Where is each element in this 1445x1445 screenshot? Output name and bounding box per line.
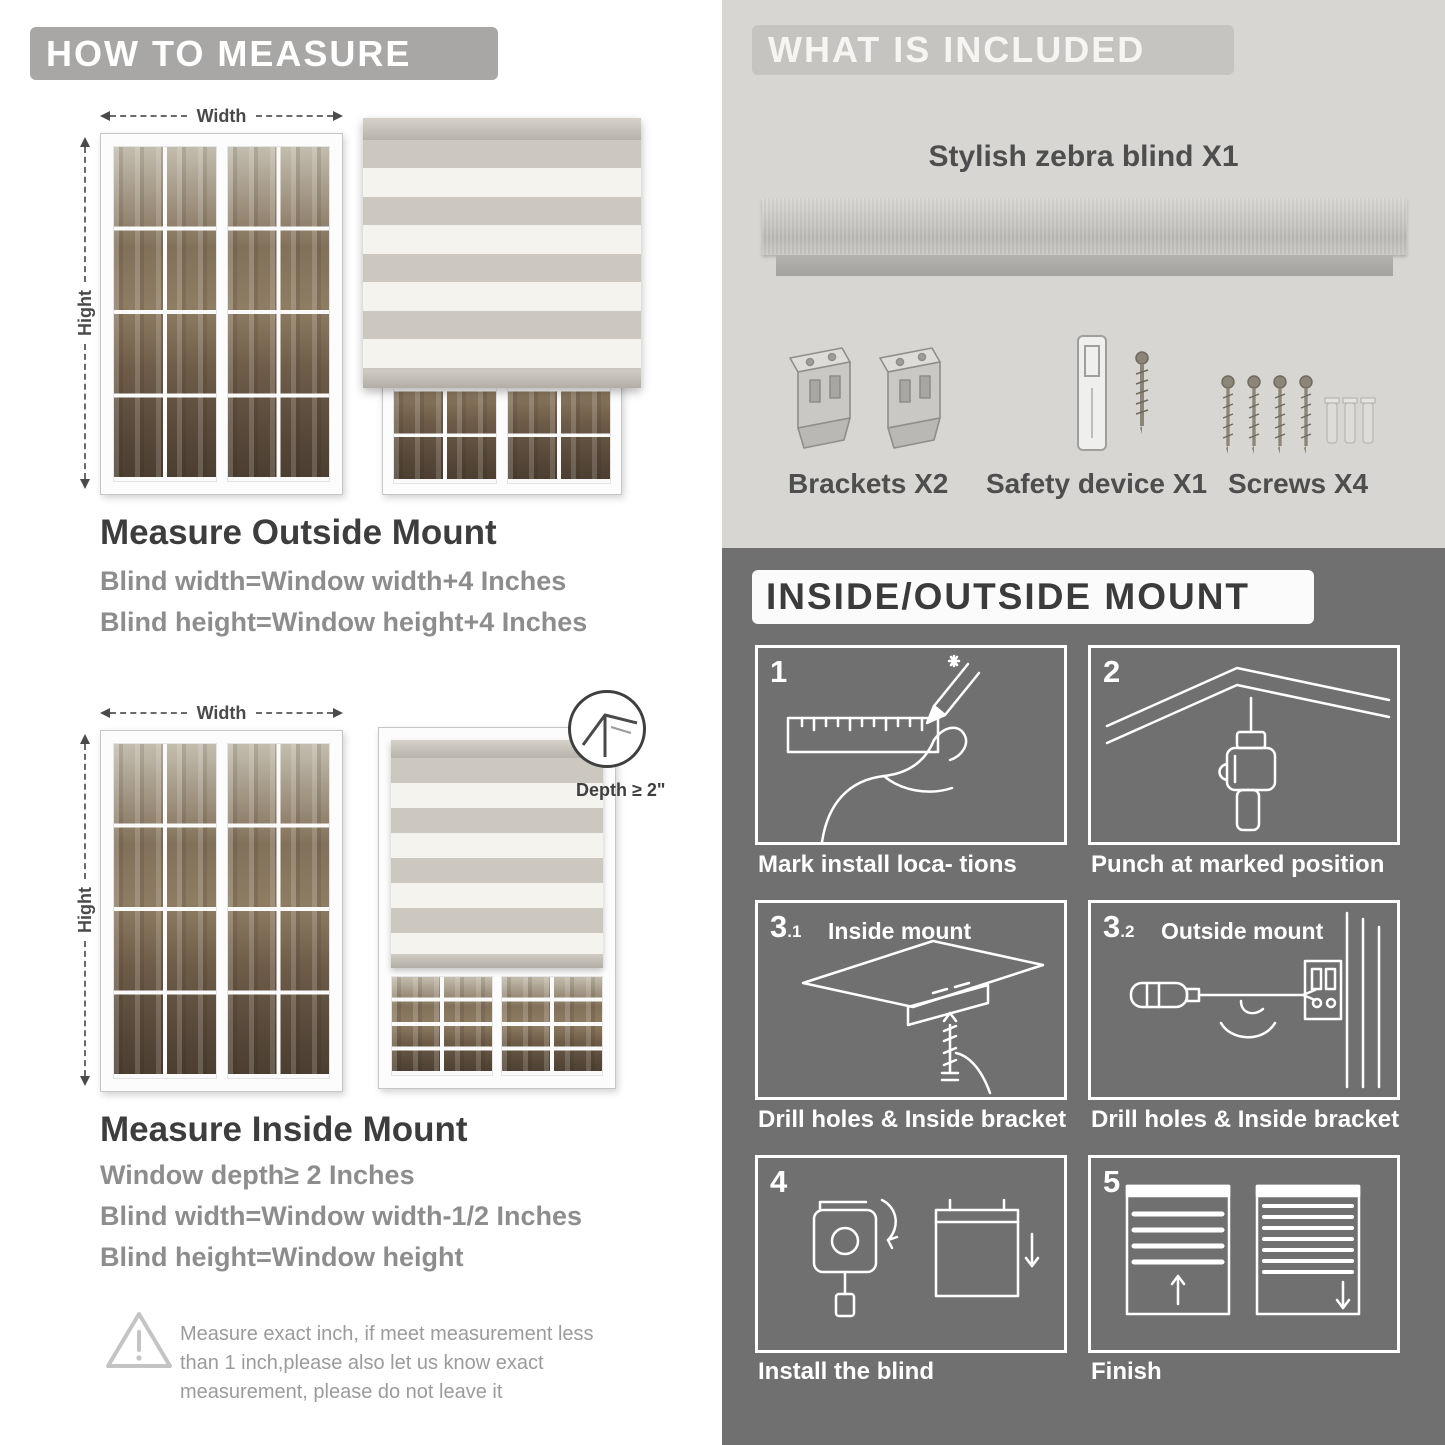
zebra-blind-inside: [391, 740, 603, 968]
step-5-panel: 5: [1088, 1155, 1400, 1353]
step-number: 4: [770, 1164, 788, 1199]
brackets-label: Brackets X2: [788, 468, 949, 499]
blind-stripes: [391, 758, 603, 954]
mark-locations-icon: [786, 654, 981, 842]
blind-cassette: [363, 118, 641, 140]
step-3-2-caption: Drill holes & Inside bracket: [1091, 1106, 1400, 1133]
mount-instructions-panel: INSIDE/OUTSIDE MOUNT 1 2: [722, 548, 1445, 1445]
arrow-down-icon: [80, 479, 90, 490]
window-sash: [226, 146, 330, 482]
dashed-line: [110, 115, 187, 117]
width-label: Width: [196, 105, 247, 126]
outside-mount-blind-illustration: [363, 118, 641, 495]
screws-label: Screws X4: [1228, 468, 1369, 499]
inside-formula-depth: Window depth≥ 2 Inches: [100, 1160, 415, 1190]
inside-bracket-icon: [801, 939, 1045, 1095]
zebra-blind-item-label: Stylish zebra blind X1: [928, 140, 1239, 173]
arrow-left-icon: [100, 708, 110, 718]
safety-device-label: Safety device X1: [986, 468, 1208, 499]
screws-icon: [1221, 375, 1376, 454]
step-3-1-caption: Drill holes & Inside bracket: [758, 1106, 1067, 1133]
dashed-line: [84, 147, 86, 283]
step-number: 3.2: [1103, 909, 1135, 944]
arrow-right-icon: [333, 111, 344, 121]
step-3-1-panel: 3.1 Inside mount: [755, 900, 1067, 1100]
blind-headrail-image: [762, 198, 1407, 255]
window-illustration-outside: [100, 133, 343, 495]
window-glass-below-blind: [391, 976, 603, 1076]
step-number: 5: [1103, 1164, 1121, 1199]
outside-formula-width: Blind width=Window width+4 Inches: [100, 566, 567, 596]
dashed-line: [256, 712, 334, 714]
blind-headrail-valance: [776, 255, 1393, 276]
height-label: Hight: [74, 290, 95, 336]
arrow-right-icon: [333, 708, 344, 718]
window-sash: [113, 743, 217, 1079]
window-sash: [501, 976, 603, 1076]
window-illustration-inside: [100, 730, 343, 1092]
width-arrow-outside: Width: [100, 105, 344, 126]
inside-mount-label: Inside mount: [828, 918, 972, 944]
step-3-2-panel: 3.2 Outside mount: [1088, 900, 1400, 1100]
drill-icon: [1105, 666, 1391, 832]
arrow-up-icon: [80, 137, 90, 147]
width-arrow-inside: Width: [100, 702, 344, 723]
height-arrow-inside: Hight: [74, 734, 96, 1087]
window-sash: [391, 976, 493, 1076]
what-is-included-header: WHAT IS INCLUDED: [752, 25, 1234, 75]
inside-formula-height: Blind height=Window height: [100, 1242, 464, 1272]
inside-outside-mount-header: INSIDE/OUTSIDE MOUNT: [752, 570, 1314, 624]
blind-cassette: [391, 740, 603, 758]
what-is-included-panel: WHAT IS INCLUDED Stylish zebra blind X1: [722, 0, 1445, 548]
warning-triangle-icon: [106, 1312, 172, 1368]
measure-outside-title: Measure Outside Mount: [100, 513, 497, 552]
measurement-warning-text: Measure exact inch, if meet measurement …: [180, 1323, 594, 1403]
arrow-up-icon: [80, 734, 90, 744]
arrow-left-icon: [100, 111, 110, 121]
step-number: 2: [1103, 654, 1121, 689]
depth-label: Depth ≥ 2": [576, 780, 666, 800]
dashed-line: [84, 941, 86, 1077]
inside-formula-width: Blind width=Window width-1/2 Inches: [100, 1201, 583, 1231]
step-1-panel: 1: [755, 645, 1067, 845]
depth-callout-circle: [568, 690, 646, 768]
step-4-panel: 4: [755, 1155, 1067, 1353]
install-blind-icon: [812, 1198, 1040, 1318]
safety-device-icon: [1077, 335, 1149, 451]
outside-mount-label: Outside mount: [1161, 918, 1324, 944]
step-2-caption: Punch at marked position: [1091, 851, 1385, 878]
zebra-blind-outside: [363, 118, 641, 388]
blind-bottom-rail: [391, 954, 603, 968]
outside-bracket-icon: [1129, 911, 1381, 1089]
frame-corner-icon: [581, 713, 638, 757]
arrow-down-icon: [80, 1076, 90, 1087]
dashed-line: [256, 115, 334, 117]
step-number: 3.1: [770, 909, 802, 944]
inside-mount-blind-illustration: [378, 727, 616, 1089]
window-sash: [226, 743, 330, 1079]
dashed-line: [110, 712, 187, 714]
blind-bottom-rail: [363, 370, 641, 388]
height-arrow-outside: Hight: [74, 137, 96, 490]
measure-inside-title: Measure Inside Mount: [100, 1110, 468, 1149]
finish-blinds-icon: [1125, 1184, 1361, 1316]
step-number: 1: [770, 654, 788, 689]
outside-formula-height: Blind height=Window height+4 Inches: [100, 607, 588, 637]
window-sash: [113, 146, 217, 482]
dashed-line: [84, 344, 86, 480]
width-label: Width: [196, 702, 247, 723]
bracket-icon: [789, 347, 941, 449]
step-1-caption: Mark install loca- tions: [758, 851, 1017, 878]
dashed-line: [84, 744, 86, 880]
step-2-panel: 2: [1088, 645, 1400, 845]
how-to-measure-header: HOW TO MEASURE: [30, 27, 498, 80]
height-label: Hight: [74, 887, 95, 933]
step-5-caption: Finish: [1091, 1358, 1162, 1385]
blind-stripes: [363, 140, 641, 370]
step-4-caption: Install the blind: [758, 1358, 935, 1385]
